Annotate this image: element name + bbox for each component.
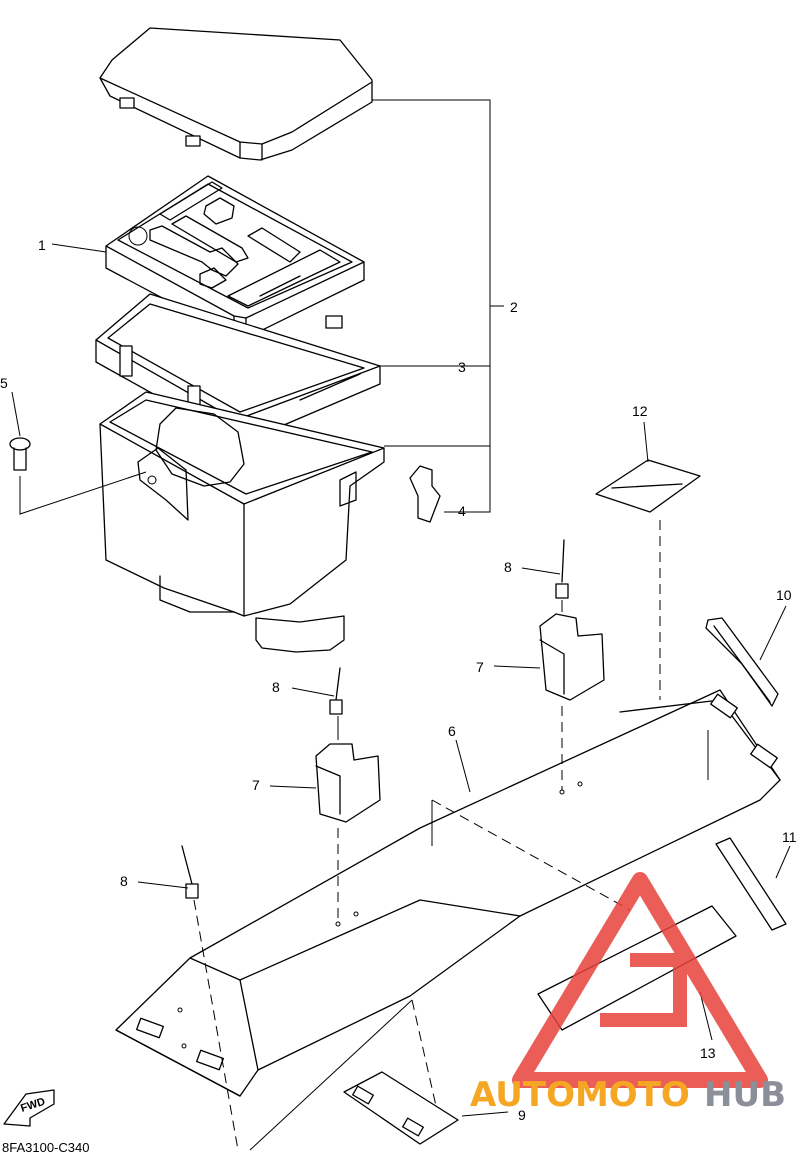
group-bracket <box>372 99 504 513</box>
part-rivet-a <box>329 667 343 740</box>
callout-6: 6 <box>448 723 456 739</box>
part-bracket-7a <box>315 743 381 823</box>
callout-2: 2 <box>510 299 518 315</box>
part-label-12 <box>595 459 701 513</box>
part-clip <box>409 465 441 523</box>
fwd-arrow: FWD <box>3 1089 55 1127</box>
watermark-g-mark <box>600 953 687 1027</box>
callout-13: 13 <box>700 1045 716 1061</box>
callout-8b: 8 <box>504 559 512 575</box>
part-wire <box>705 617 779 707</box>
watermark-logo <box>512 872 768 1088</box>
part-tool-tray <box>105 175 365 339</box>
callout-11: 11 <box>782 829 797 845</box>
callout-7b: 7 <box>476 659 484 675</box>
callouts: 1 2 3 4 5 6 7 7 8 8 8 9 10 11 12 13 <box>0 237 797 1123</box>
callout-8a: 8 <box>272 679 280 695</box>
watermark-text-right: HUB <box>704 1075 786 1115</box>
part-strip <box>715 837 787 931</box>
part-box <box>99 391 385 653</box>
part-lid <box>99 27 373 161</box>
part-small-plate <box>343 1071 459 1145</box>
callout-10: 10 <box>776 587 792 603</box>
callout-8c: 8 <box>120 873 128 889</box>
callout-5: 5 <box>0 375 8 391</box>
part-rivet-b <box>555 539 569 612</box>
callout-1: 1 <box>38 237 46 253</box>
callout-7a: 7 <box>252 777 260 793</box>
callout-3: 3 <box>458 359 466 375</box>
watermark-text-left: AUTOMOTO <box>470 1075 690 1115</box>
part-plate <box>115 689 781 1097</box>
figure-code: 8FA3100-C340 <box>2 1140 89 1155</box>
callout-12: 12 <box>632 403 648 419</box>
part-bracket-7b <box>539 613 605 701</box>
alignment-lines <box>193 520 661 1151</box>
part-rivet-c <box>181 845 199 899</box>
callout-4: 4 <box>458 503 466 519</box>
callout-9: 9 <box>518 1107 526 1123</box>
leader-lines <box>11 243 791 1117</box>
watermark-triangle <box>512 872 768 1088</box>
part-screw <box>9 437 147 515</box>
